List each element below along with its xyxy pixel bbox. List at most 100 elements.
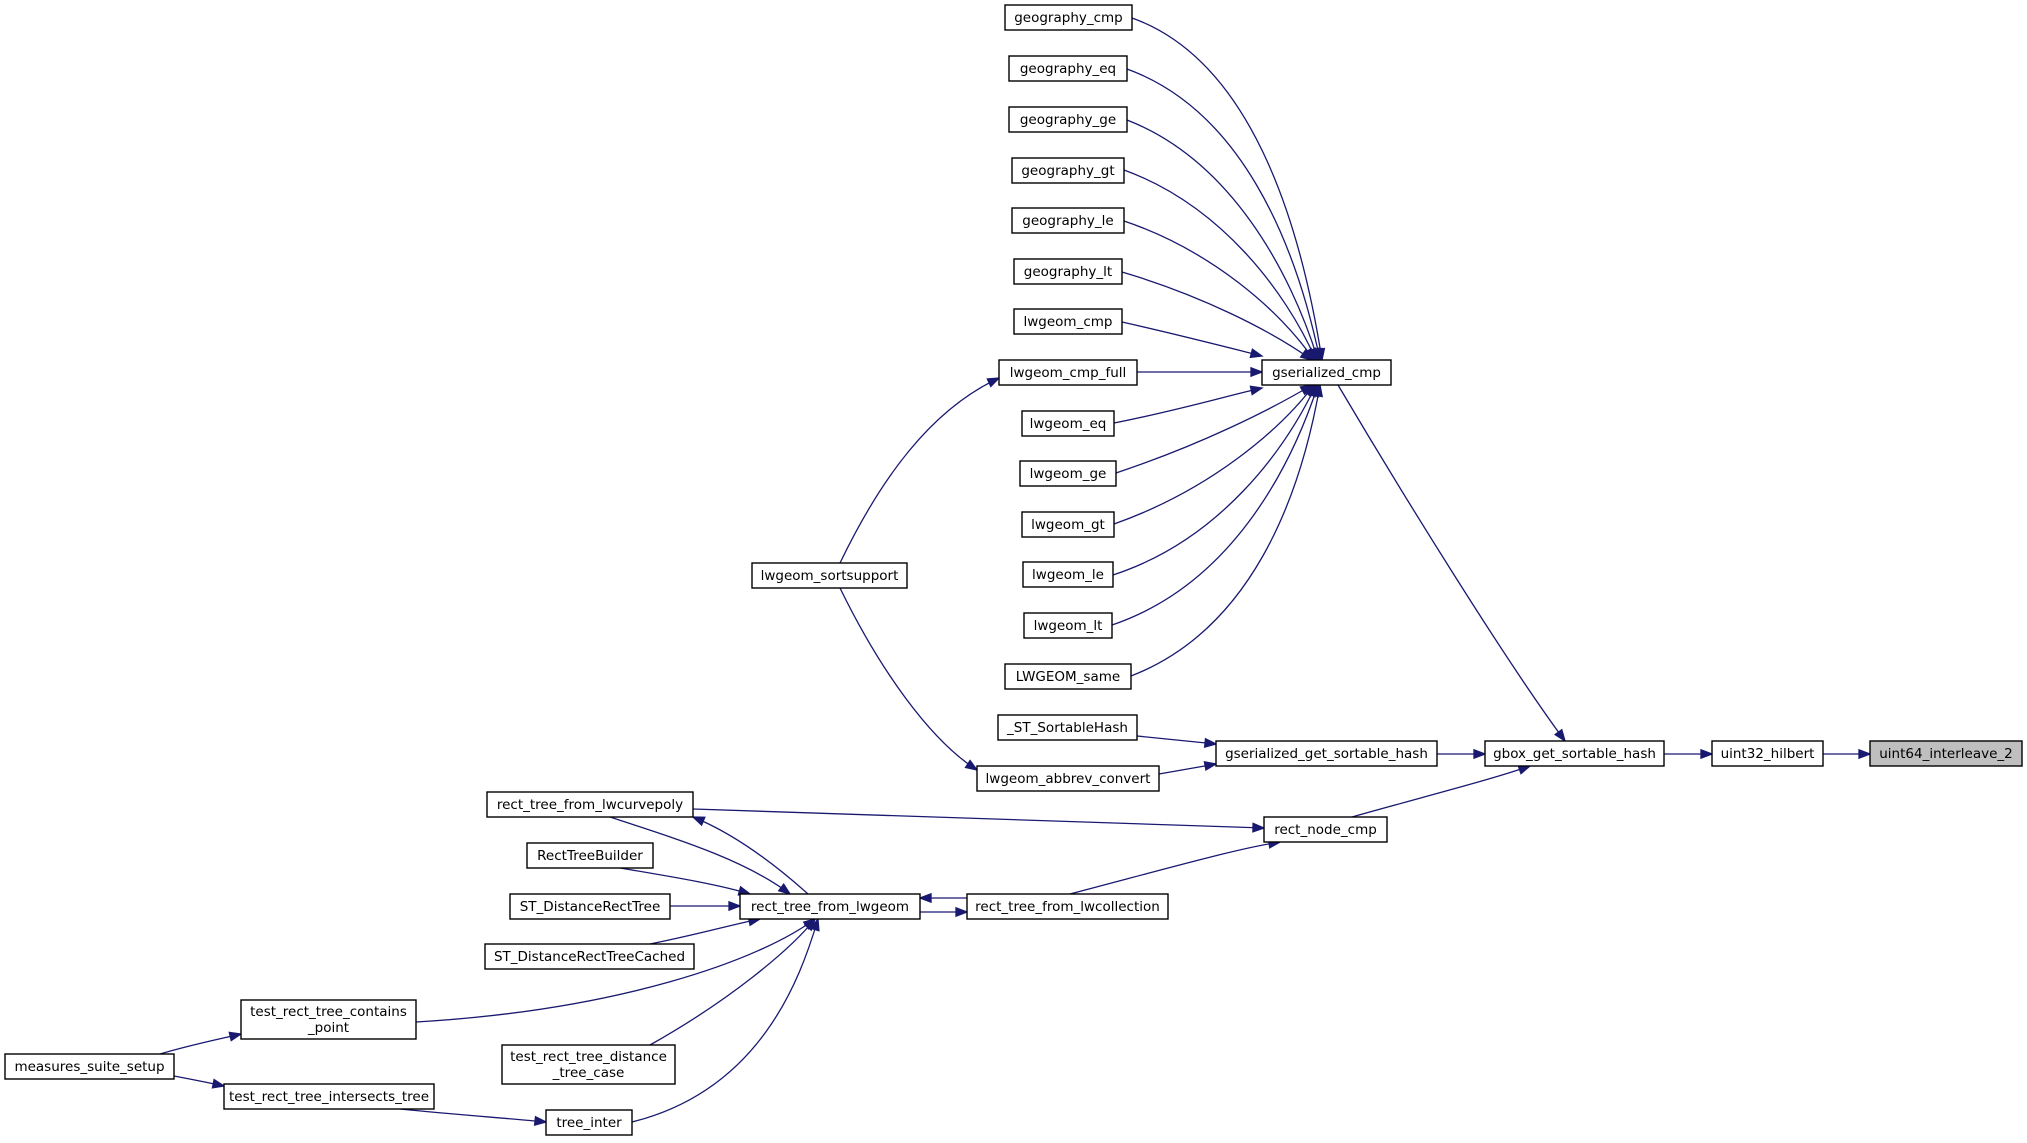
node-st-distancerecttreecached[interactable]: ST_DistanceRectTreeCached xyxy=(484,943,695,970)
arrowhead xyxy=(1252,822,1266,833)
node-tree-inter[interactable]: tree_inter xyxy=(545,1109,633,1136)
node-lwgeom-sortsupport[interactable]: lwgeom_sortsupport xyxy=(751,562,908,589)
edge-line xyxy=(159,1033,242,1055)
node-label: lwgeom_eq xyxy=(1030,416,1107,432)
node-geography-ge[interactable]: geography_ge xyxy=(1008,106,1128,133)
edge-line xyxy=(1111,384,1319,626)
node-geography-le[interactable]: geography_le xyxy=(1011,207,1125,234)
edge-line xyxy=(839,377,1000,564)
node-rect-tree-from-lwcurvepoly[interactable]: rect_tree_from_lwcurvepoly xyxy=(486,791,694,818)
node-box xyxy=(1021,511,1115,538)
node-test-rect-tree-distance-tree-case[interactable]: test_rect_tree_distance_tree_case xyxy=(501,1044,676,1085)
node-test-rect-tree-contains-point[interactable]: test_rect_tree_contains_point xyxy=(240,999,417,1040)
node-box xyxy=(1013,258,1123,285)
node-recttreebuilder[interactable]: RectTreeBuilder xyxy=(526,842,654,869)
arrowhead xyxy=(1517,764,1532,775)
node-label: lwgeom_gt xyxy=(1031,517,1105,533)
node-label: lwgeom_sortsupport xyxy=(761,568,899,584)
node-gserialized-cmp[interactable]: gserialized_cmp xyxy=(1261,359,1392,386)
node-label: rect_tree_from_lwcurvepoly xyxy=(497,797,683,813)
arrowhead xyxy=(809,917,820,932)
node-label: lwgeom_ge xyxy=(1030,466,1107,482)
node-test-rect-tree-intersects-tree[interactable]: test_rect_tree_intersects_tree xyxy=(223,1083,435,1110)
arrowhead xyxy=(1203,737,1218,748)
edge-line xyxy=(692,808,1265,829)
node-geography-cmp[interactable]: geography_cmp xyxy=(1004,4,1133,31)
edge-lwgeom-eq-to-gserialized-cmp xyxy=(1113,385,1264,424)
node-lwgeom-cmp[interactable]: lwgeom_cmp xyxy=(1013,308,1123,335)
node-uint32-hilbert[interactable]: uint32_hilbert xyxy=(1711,740,1824,767)
edge-line xyxy=(1123,220,1315,361)
node-label: measures_suite_setup xyxy=(14,1059,164,1075)
node-box xyxy=(1215,740,1438,767)
edge-line xyxy=(839,587,978,771)
node-lwgeom-gt[interactable]: lwgeom_gt xyxy=(1021,511,1115,538)
edge-gserialized-cmp-to-gbox-get-sortable-hash xyxy=(1337,384,1567,743)
node-lwgeom-same[interactable]: LWGEOM_same xyxy=(1004,663,1132,690)
node-label: ST_DistanceRectTreeCached xyxy=(494,949,685,965)
node-box xyxy=(1011,207,1125,234)
node-label: lwgeom_cmp_full xyxy=(1010,365,1127,381)
node-rect-tree-from-lwgeom[interactable]: rect_tree_from_lwgeom xyxy=(739,893,921,920)
edge-line xyxy=(415,918,816,1023)
edge-lwgeom-sortsupport-to-lwgeom-cmp-full xyxy=(839,377,1001,564)
nodes-layer: uint64_interleave_2 uint32_hilbert gbox_ge… xyxy=(4,4,2023,1136)
edge-line xyxy=(1112,384,1317,576)
edge-lwgeom-gt-to-gserialized-cmp xyxy=(1113,383,1316,525)
arrowhead xyxy=(964,759,979,771)
node-label: lwgeom_abbrev_convert xyxy=(986,771,1151,787)
node-label: rect_tree_from_lwgeom xyxy=(751,899,909,915)
arrowhead xyxy=(1473,748,1487,760)
node-label: gserialized_get_sortable_hash xyxy=(1225,746,1428,762)
node-uint64-interleave-2[interactable]: uint64_interleave_2 xyxy=(1869,740,2023,767)
node-st-distancerecttree[interactable]: ST_DistanceRectTree xyxy=(509,893,671,920)
edge-line xyxy=(1121,271,1313,361)
node-box xyxy=(966,893,1169,920)
node-measures-suite-setup[interactable]: measures_suite_setup xyxy=(4,1053,175,1080)
edge-line xyxy=(399,1108,547,1123)
node-box xyxy=(501,1044,676,1085)
node-lwgeom-abbrev-convert[interactable]: lwgeom_abbrev_convert xyxy=(976,765,1160,792)
node-lwgeom-cmp-full[interactable]: lwgeom_cmp_full xyxy=(998,359,1138,386)
node-lwgeom-ge[interactable]: lwgeom_ge xyxy=(1019,460,1117,487)
edge-line xyxy=(1131,17,1323,361)
edge-line xyxy=(692,816,809,895)
node-box xyxy=(509,893,671,920)
arrowhead xyxy=(228,1031,243,1042)
node-lwgeom-le[interactable]: lwgeom_le xyxy=(1022,561,1114,588)
node-box xyxy=(997,714,1138,741)
node-box xyxy=(240,999,417,1040)
node-box xyxy=(1011,157,1125,184)
node-box xyxy=(1021,410,1115,437)
edge-geography-cmp-to-gserialized-cmp xyxy=(1131,17,1326,362)
node-box xyxy=(739,893,921,920)
node-label: uint64_interleave_2 xyxy=(1879,746,2013,762)
node-label: geography_ge xyxy=(1020,112,1116,128)
edge-line xyxy=(1123,169,1317,361)
node-geography-gt[interactable]: geography_gt xyxy=(1011,157,1125,184)
node-gserialized-get-sortable-hash[interactable]: gserialized_get_sortable_hash xyxy=(1215,740,1438,767)
node-box xyxy=(751,562,908,589)
arrowhead xyxy=(1858,748,1872,760)
node-rect-tree-from-lwcollection[interactable]: rect_tree_from_lwcollection xyxy=(966,893,1169,920)
arrowhead xyxy=(1553,728,1567,743)
node-geography-lt[interactable]: geography_lt xyxy=(1013,258,1123,285)
edge-line xyxy=(1337,384,1566,742)
node-label: test_rect_tree_contains xyxy=(250,1004,407,1020)
node-gbox-get-sortable-hash[interactable]: gbox_get_sortable_hash xyxy=(1484,740,1665,767)
edge-line xyxy=(649,918,816,1046)
node-label: gserialized_cmp xyxy=(1272,365,1381,381)
edge-gbox-get-sortable-hash-to-uint32-hilbert xyxy=(1664,748,1714,760)
node-box xyxy=(998,359,1138,386)
node-label: ST_DistanceRectTree xyxy=(520,899,661,915)
node-geography-eq[interactable]: geography_eq xyxy=(1008,55,1128,82)
edge-geography-le-to-gserialized-cmp xyxy=(1123,220,1316,362)
node-lwgeom-lt[interactable]: lwgeom_lt xyxy=(1023,612,1113,639)
node-st-sortablehash[interactable]: _ST_SortableHash xyxy=(997,714,1138,741)
arrowhead xyxy=(1700,748,1714,760)
edge-line xyxy=(631,918,819,1123)
node-label: _tree_case xyxy=(552,1065,625,1081)
node-label: lwgeom_lt xyxy=(1034,618,1103,634)
node-rect-node-cmp[interactable]: rect_node_cmp xyxy=(1263,816,1388,843)
node-lwgeom-eq[interactable]: lwgeom_eq xyxy=(1021,410,1115,437)
